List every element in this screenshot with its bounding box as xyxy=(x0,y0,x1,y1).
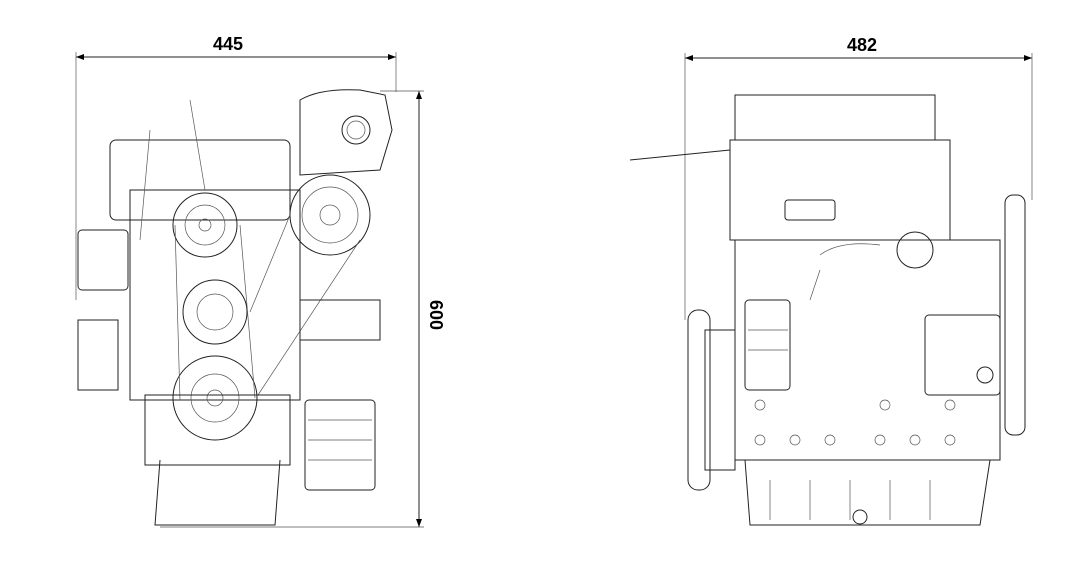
width-label-482: 482 xyxy=(847,35,877,55)
engine-side-view xyxy=(629,94,1026,526)
height-dimension-front: 600 xyxy=(160,90,446,528)
engine-front-view xyxy=(77,89,393,526)
width-label-445: 445 xyxy=(213,34,243,54)
width-dimension-side: 482 xyxy=(684,35,1033,320)
height-label-600: 600 xyxy=(426,300,446,330)
width-dimension-front: 445 xyxy=(75,34,397,300)
